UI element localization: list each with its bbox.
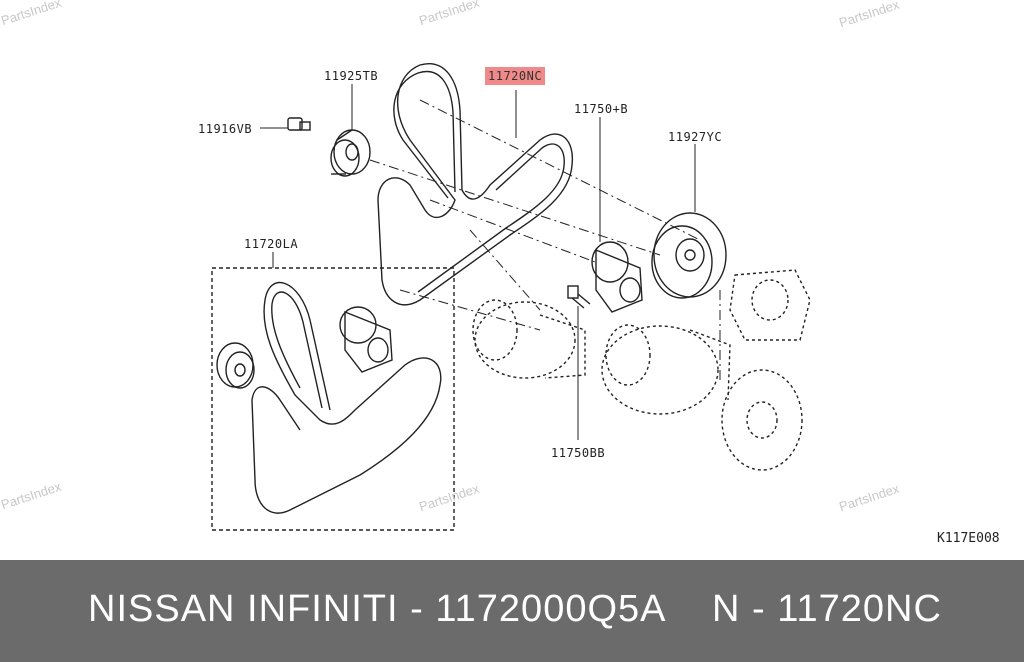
tensioner-la: [339, 306, 393, 373]
exploded-view-drawing: [211, 63, 811, 531]
damper-pulley: [721, 369, 803, 471]
part-number-footer: NISSAN INFINITI - 1172000Q5A N - 11720NC: [0, 560, 1024, 662]
parts-diagram: PartsIndex PartsIndex PartsIndex PartsIn…: [0, 0, 1000, 546]
crankshaft-pulley: [651, 212, 727, 299]
alternator: [601, 324, 731, 415]
part-label-11925tb: 11925TB: [324, 69, 379, 83]
part-label-11720la: 11720LA: [244, 237, 299, 251]
callout-lines: [260, 84, 696, 440]
belt-la-group-box: [211, 267, 455, 531]
idler-pulley-la: [216, 342, 255, 389]
bolt-vb: [287, 117, 311, 131]
part-label-11750bb: 11750BB: [551, 446, 606, 460]
part-label-11750b: 11750+B: [574, 102, 629, 116]
drive-belt-la: [251, 281, 442, 514]
water-pump: [729, 269, 811, 341]
part-label-11916vb: 11916VB: [198, 122, 253, 136]
part-label-11720nc-highlighted[interactable]: 11720NC: [485, 67, 546, 85]
diagram-reference-number: N - 11720NC: [712, 588, 942, 630]
belt-tensioner: [591, 241, 643, 313]
oem-part-number: NISSAN INFINITI - 1172000Q5A: [88, 588, 667, 630]
idler-pulley-tb: [330, 129, 371, 177]
bolt-bb: [567, 285, 591, 309]
part-label-11927yc: 11927YC: [668, 130, 723, 144]
diagram-code: K117E008: [937, 531, 1000, 546]
leader-lines: [369, 99, 721, 380]
drive-belt-nc: [377, 63, 574, 306]
ac-compressor: [472, 299, 586, 379]
